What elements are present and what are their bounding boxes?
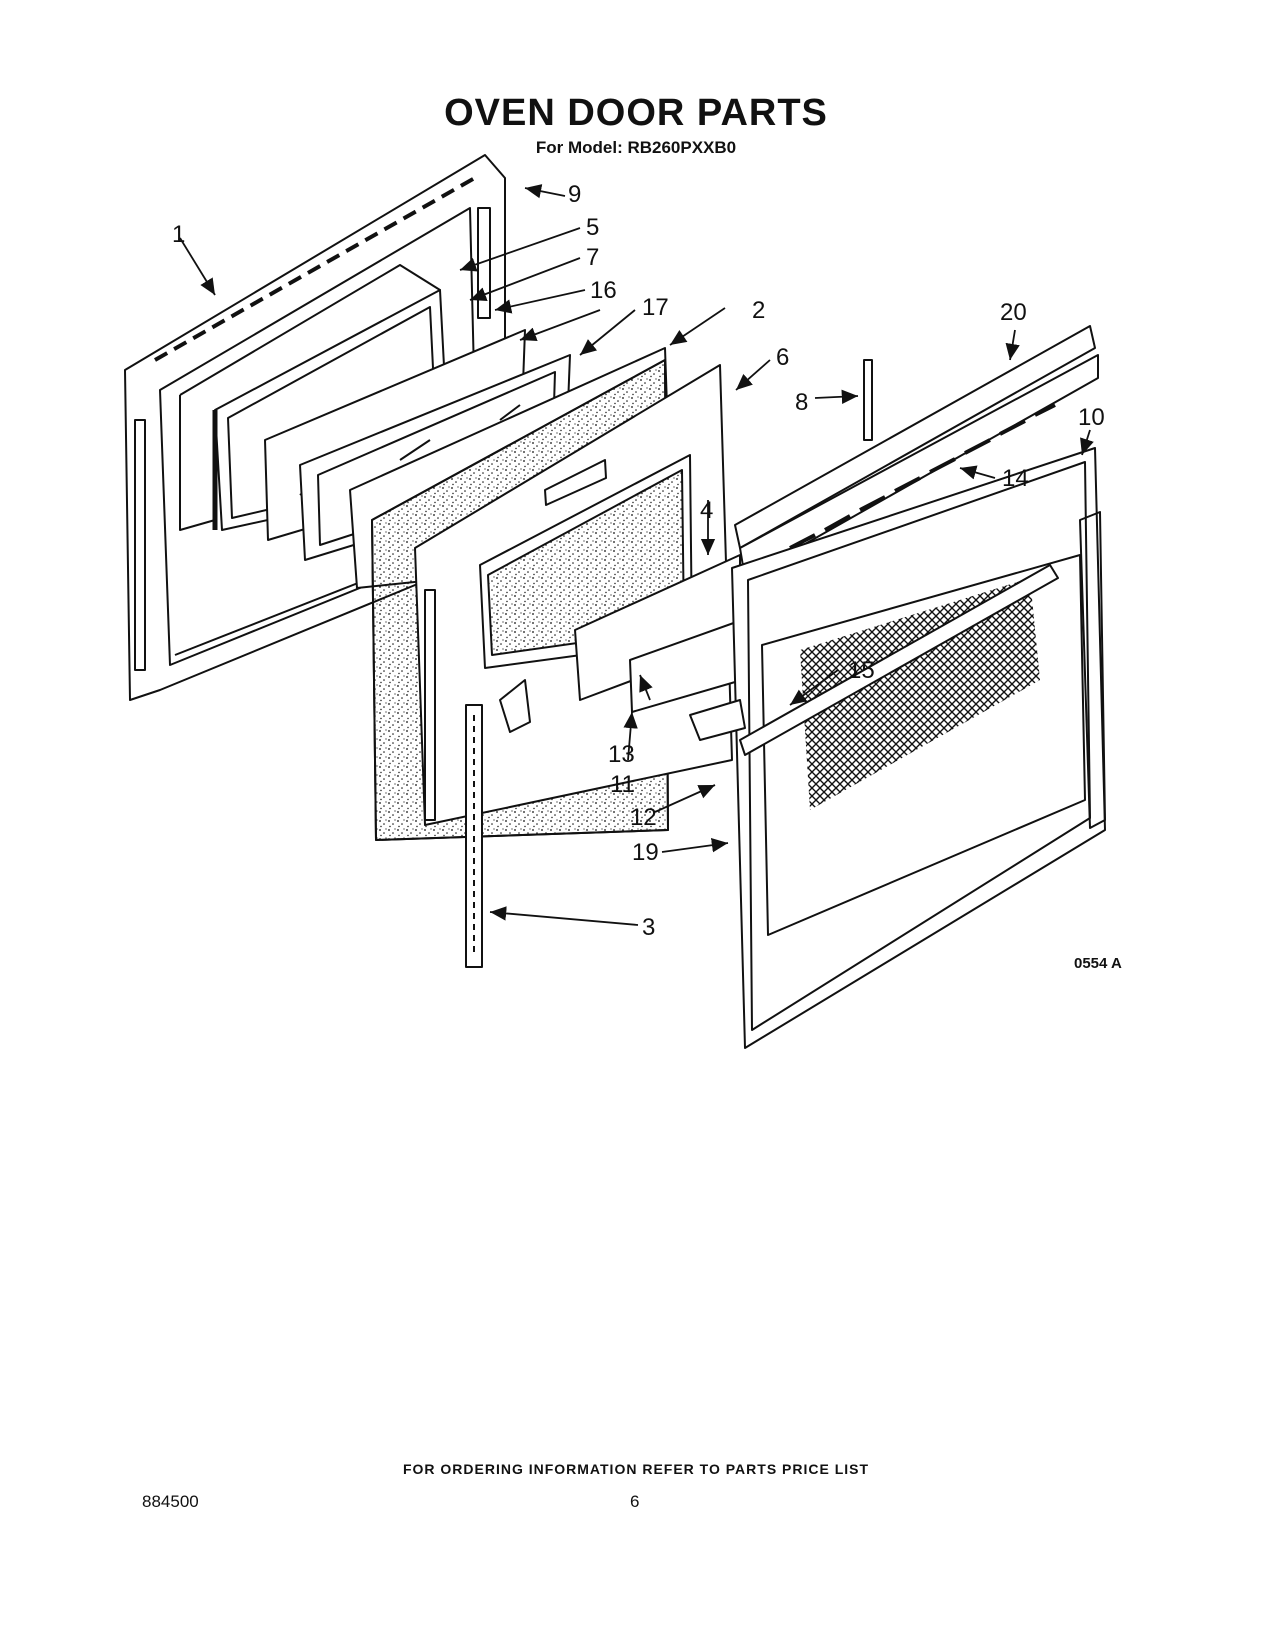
part-clip bbox=[863, 359, 873, 441]
callout-13: 13 bbox=[608, 741, 635, 768]
figure-code: 0554 A bbox=[1074, 955, 1122, 972]
callout-3: 3 bbox=[642, 914, 655, 941]
callout-20: 20 bbox=[1000, 299, 1027, 326]
model-subtitle: For Model: RB260PXXB0 bbox=[535, 138, 737, 157]
callout-9: 9 bbox=[568, 181, 581, 208]
callout-11: 11 bbox=[610, 771, 635, 798]
document-number: 884500 bbox=[142, 1492, 199, 1511]
ordering-note: FOR ORDERING INFORMATION REFER TO PARTS … bbox=[402, 1461, 870, 1477]
callout-7: 7 bbox=[586, 244, 599, 271]
callout-6: 6 bbox=[776, 344, 789, 371]
callout-1: 1 bbox=[172, 221, 185, 248]
callout-4: 4 bbox=[700, 497, 713, 524]
callout-8: 8 bbox=[795, 389, 808, 416]
callout-16: 16 bbox=[590, 277, 617, 304]
callout-10: 10 bbox=[1078, 404, 1105, 431]
leader-lines bbox=[179, 184, 1094, 926]
callout-5: 5 bbox=[586, 214, 599, 241]
callout-12: 12 bbox=[630, 804, 657, 831]
part-outer-door bbox=[689, 447, 1106, 1049]
callout-19: 19 bbox=[632, 839, 659, 866]
callout-15: 15 bbox=[848, 657, 875, 684]
page-number: 6 bbox=[630, 1492, 640, 1511]
callout-labels: 1 2 3 4 5 6 7 8 9 10 11 12 13 14 15 16 1… bbox=[172, 181, 1122, 972]
callout-17: 17 bbox=[642, 294, 669, 321]
callout-14: 14 bbox=[1002, 465, 1029, 492]
callout-2: 2 bbox=[752, 297, 765, 324]
part-top-trim bbox=[734, 325, 1099, 579]
page-title: OVEN DOOR PARTS bbox=[444, 92, 828, 134]
part-gasket-strip bbox=[465, 704, 483, 968]
